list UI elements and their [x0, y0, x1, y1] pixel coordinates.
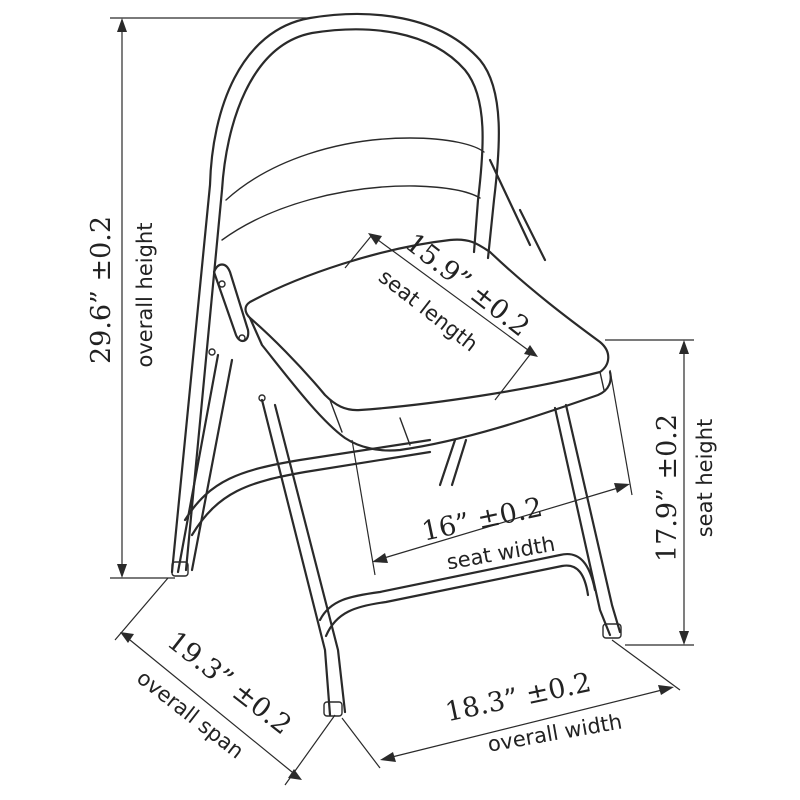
rear-leg-left-b [273, 403, 347, 714]
rivet [218, 280, 226, 288]
seat-side [248, 316, 612, 452]
rivet [238, 334, 246, 342]
arrow-head [368, 233, 382, 245]
arrow-head [117, 18, 127, 32]
extension-line [611, 639, 681, 691]
backrest-frame [170, 12, 500, 574]
rear-leg-left [260, 398, 332, 717]
seat-height-value: 17.9” ±0.2 [652, 414, 683, 562]
foot [323, 701, 343, 717]
front-leg-right [553, 406, 612, 637]
extension-line [114, 577, 169, 641]
seat-edge-band [329, 371, 605, 446]
foot [602, 623, 622, 639]
arrow-head [288, 769, 302, 780]
overall-span-dimension-line [129, 639, 293, 773]
arrow-head [372, 553, 388, 563]
cross-bar-front-b [324, 564, 590, 638]
rear-leg-right-lower [518, 208, 547, 262]
arrow-head [120, 632, 134, 643]
arrow-head [658, 685, 674, 695]
backrest-panel [225, 137, 485, 201]
arrow-head [614, 483, 630, 493]
overall-height-label: overall height [133, 223, 157, 368]
extension-line [341, 717, 381, 769]
cross-bar-rear-b [190, 450, 432, 537]
arrow-head [679, 631, 689, 645]
arrow-head [679, 340, 689, 354]
overall-height-value: 29.6” ±0.2 [86, 216, 117, 364]
backrest-frame-inner [184, 28, 484, 572]
overall-span-value: 19.3” ±0.2 [161, 626, 297, 742]
rear-leg-right [488, 158, 532, 247]
extension-line [344, 234, 373, 269]
arrow-head [380, 752, 396, 762]
dimension-lines [110, 17, 694, 786]
cross-bar-front [318, 552, 597, 622]
overall-width-dimension-line [391, 689, 663, 758]
seat-length-dimension-line [377, 239, 529, 351]
seat-width-dimension-line [383, 487, 619, 559]
hinge-bracket [212, 263, 250, 343]
front-leg-left [176, 353, 220, 574]
seat-height-label: seat height [693, 419, 717, 538]
rivet [208, 348, 216, 356]
front-leg-right-b [564, 403, 622, 634]
middle-leg-b [450, 438, 468, 487]
front-leg-left-b [190, 358, 234, 572]
middle-leg [438, 438, 457, 487]
cross-bar-rear [183, 438, 432, 522]
chair-illustration [170, 12, 622, 717]
extension-line [609, 369, 633, 496]
backrest-panel-bottom [221, 185, 481, 241]
arrow-head [117, 564, 127, 578]
extension-line [351, 439, 376, 576]
extension-line [494, 351, 533, 401]
arrow-head [524, 345, 538, 357]
foot [171, 561, 189, 577]
